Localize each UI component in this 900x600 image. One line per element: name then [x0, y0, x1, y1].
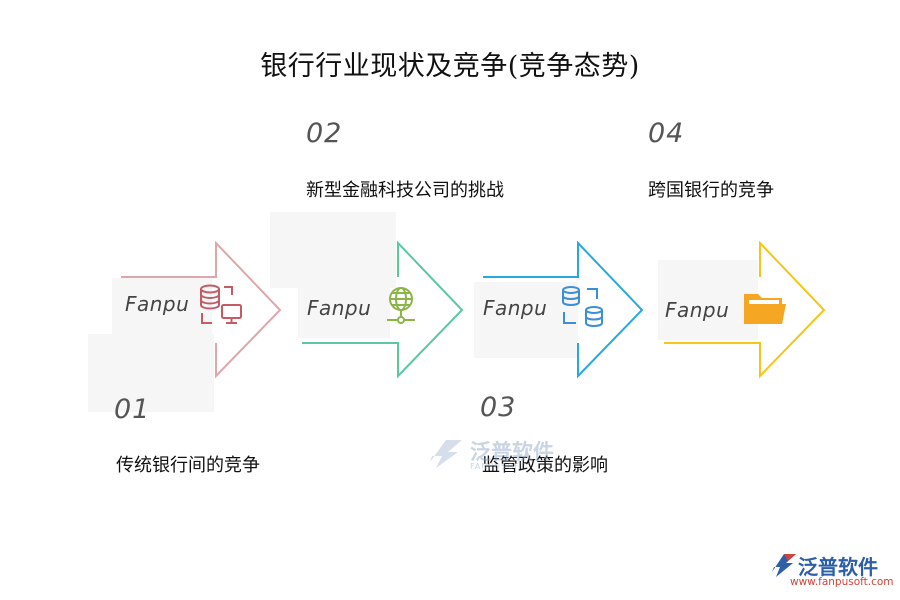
step-4-number: 04 — [648, 118, 685, 149]
step-3-number: 03 — [480, 392, 517, 423]
database-sync-icon — [562, 286, 603, 328]
step-4-arrow-text: Fanpu — [665, 298, 730, 322]
placeholder-box — [474, 282, 578, 358]
step-3-arrow-text: Fanpu — [483, 296, 548, 320]
placeholder-box — [88, 334, 214, 412]
brand-name: 泛普软件 — [798, 555, 878, 579]
step-3-label: 监管政策的影响 — [482, 455, 608, 476]
placeholder-box — [298, 284, 390, 338]
step-1-arrow — [121, 240, 282, 379]
placeholder-box — [112, 278, 212, 338]
step-2-arrow-text: Fanpu — [307, 296, 372, 320]
watermark-logo-icon — [430, 440, 462, 468]
globe-network-icon — [387, 287, 415, 324]
brand-logo-icon — [772, 554, 796, 577]
step-2-label: 新型金融科技公司的挑战 — [306, 180, 504, 201]
step-2-arrow — [302, 240, 464, 379]
step-1-number: 01 — [114, 394, 151, 425]
page-title: 银行行业现状及竞争(竞争态势) — [260, 51, 640, 82]
database-network-icon — [200, 284, 242, 324]
watermark-name: 泛普软件 — [470, 440, 554, 464]
step-4-label: 跨国银行的竞争 — [648, 180, 774, 201]
placeholder-box — [270, 212, 396, 288]
step-2-number: 02 — [306, 118, 343, 149]
step-1-arrow-text: Fanpu — [125, 292, 190, 316]
watermark-sub: FANPUSOFT — [470, 462, 526, 471]
step-4-arrow — [664, 240, 826, 379]
brand-url: www.fanpusoft.com — [790, 576, 894, 588]
step-3-arrow — [483, 240, 644, 379]
placeholder-box — [658, 260, 758, 340]
step-1-label: 传统银行间的竞争 — [116, 455, 260, 476]
folder-icon — [744, 294, 786, 324]
